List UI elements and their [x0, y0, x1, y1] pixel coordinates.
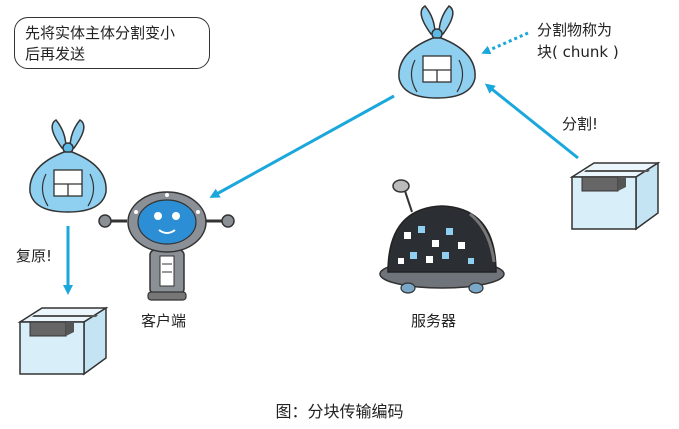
- server-label: 服务器: [411, 312, 457, 330]
- client-robot-icon: [98, 191, 235, 301]
- note-line-1: 先将实体主体分割变小: [25, 24, 176, 42]
- entity-box-right: [571, 162, 659, 230]
- entity-box-left: [19, 307, 107, 375]
- note-box: 先将实体主体分割变小 后再发送: [14, 17, 210, 69]
- chunk-label-line-1: 分割物称为: [537, 21, 613, 39]
- figure-caption: 图：分块传输编码: [275, 402, 404, 421]
- split-arrow: [484, 83, 579, 160]
- chunk-label-line-2: 块( chunk ): [537, 43, 619, 61]
- split-label: 分割!: [562, 115, 599, 133]
- chunk-bundle-left: [29, 119, 107, 213]
- chunk-bundle-top: [398, 5, 476, 99]
- server-robot-icon: [379, 179, 505, 294]
- client-label: 客户端: [141, 312, 187, 330]
- note-line-2: 后再发送: [25, 45, 86, 63]
- chunk-pointer-arrow: [481, 31, 529, 55]
- restore-label: 复原!: [16, 247, 53, 265]
- send-arrow: [209, 94, 395, 198]
